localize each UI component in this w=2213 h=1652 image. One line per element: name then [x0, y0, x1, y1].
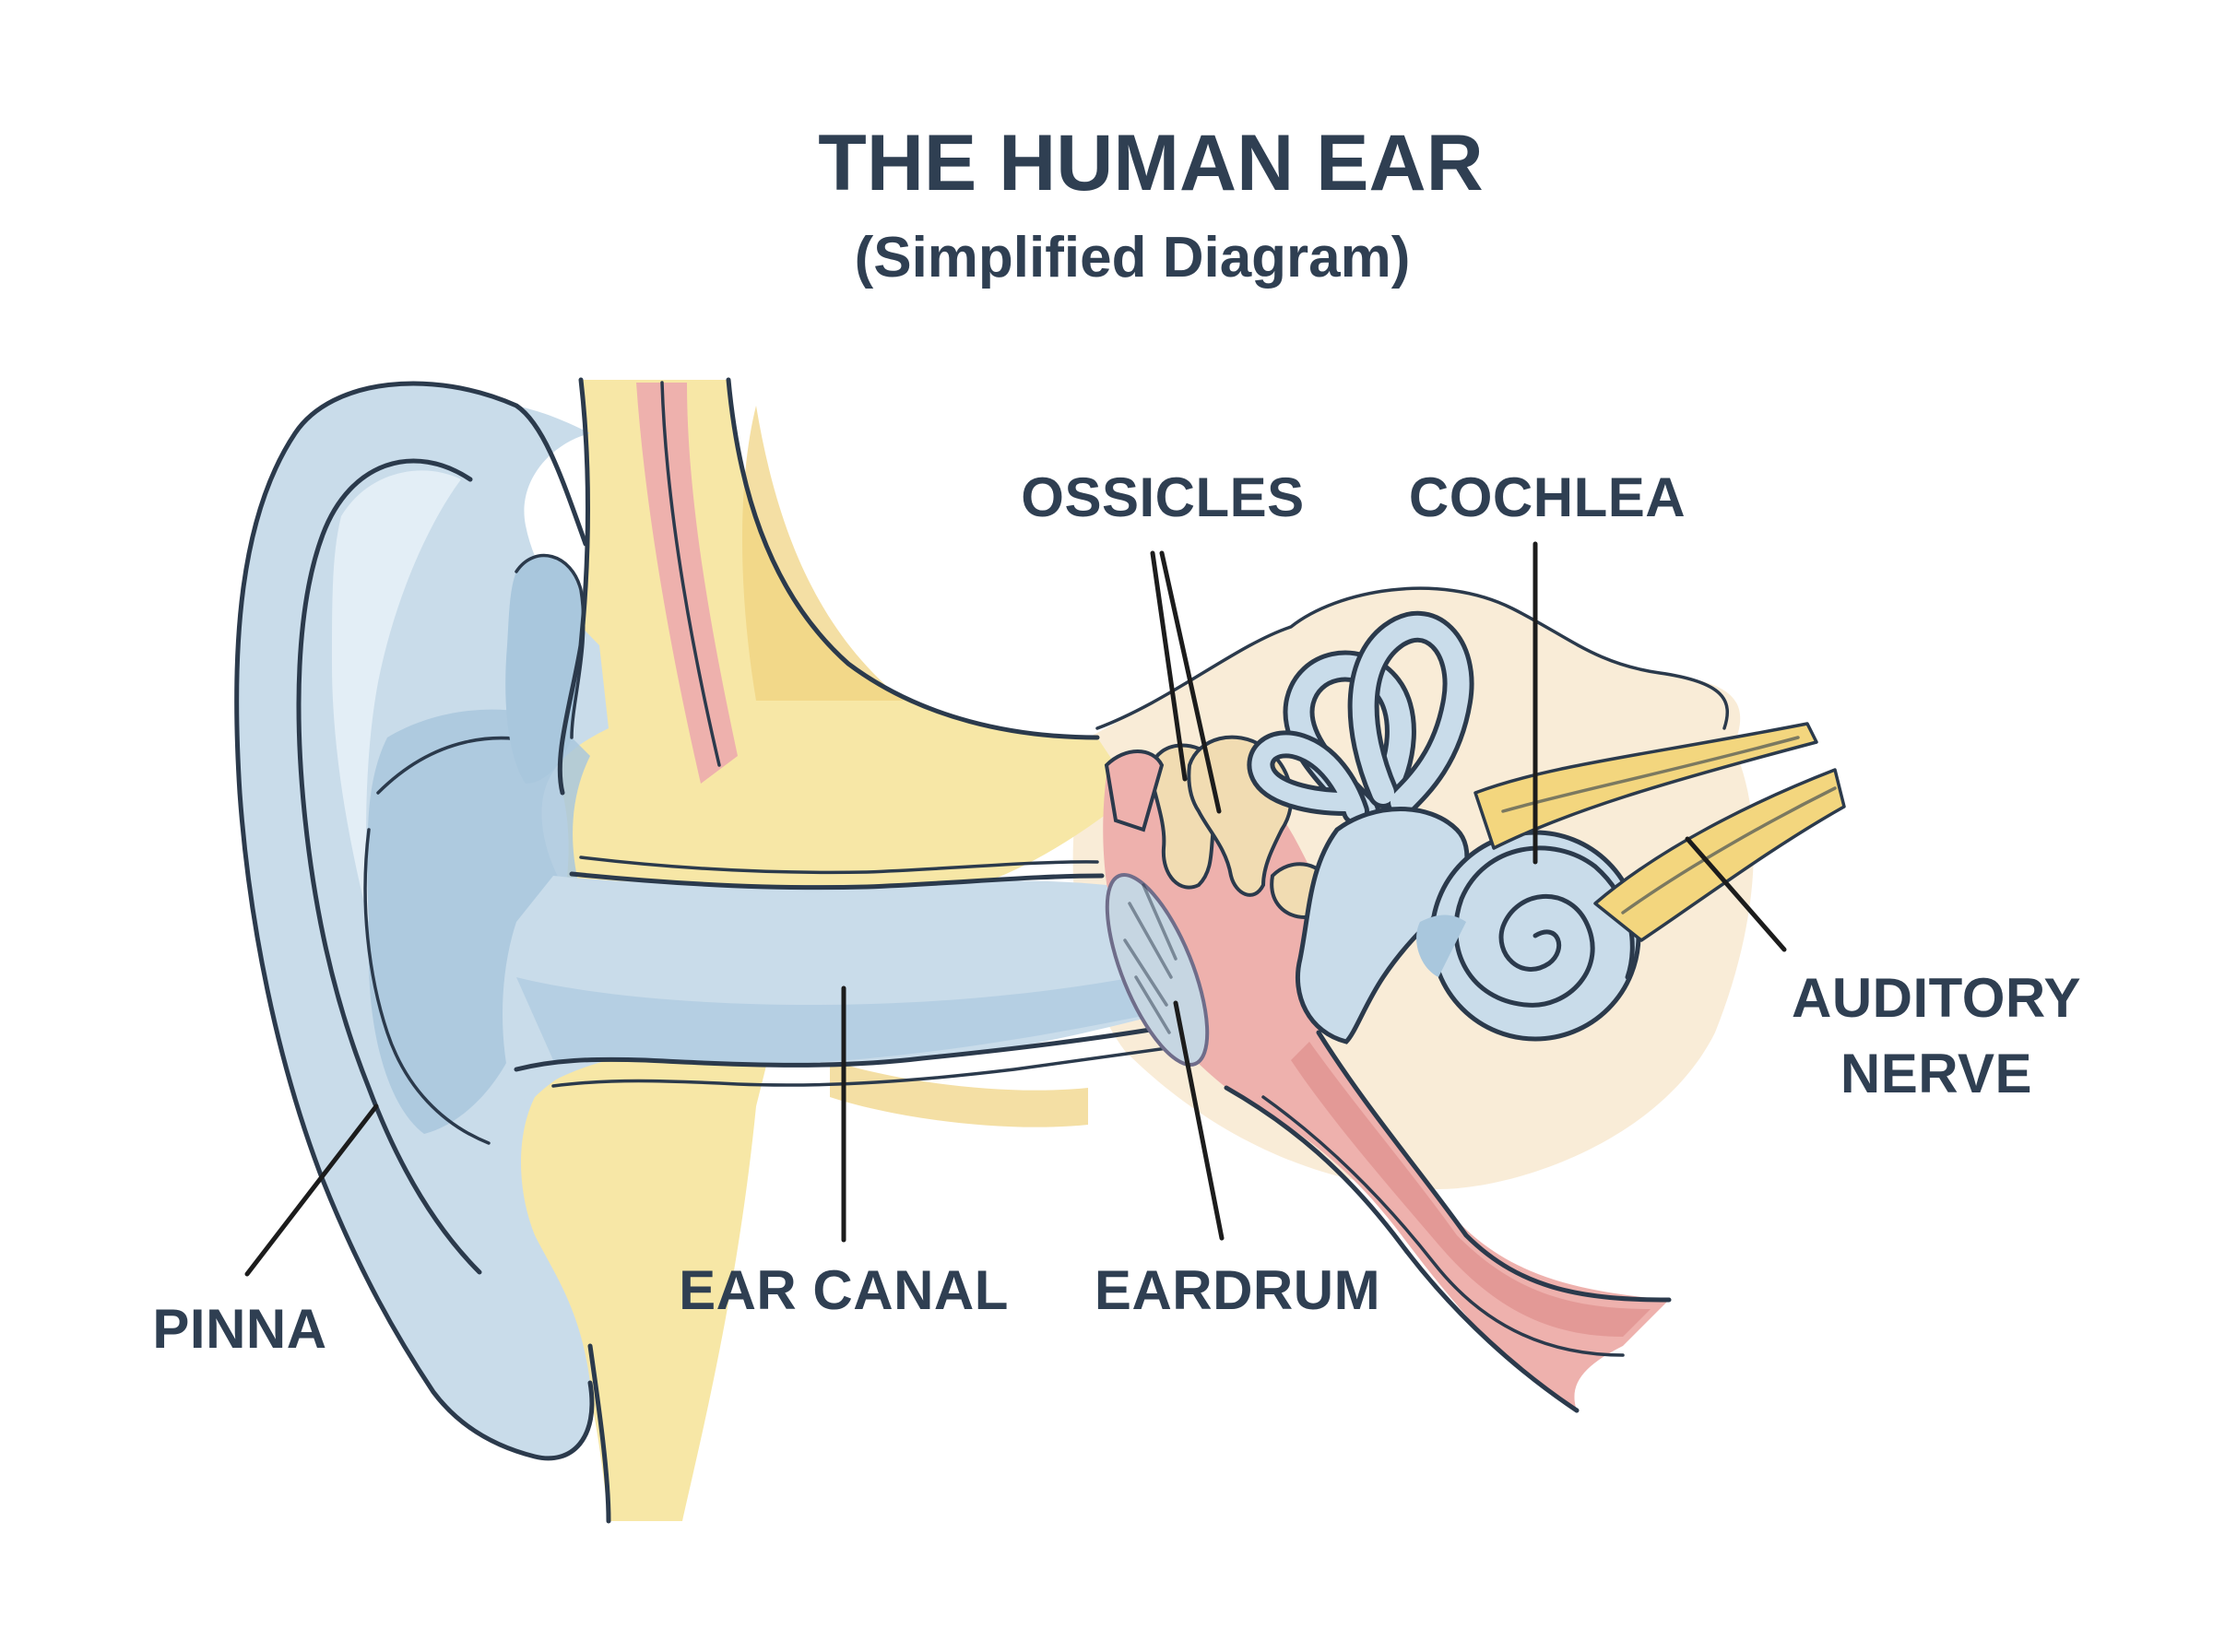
page-title: THE HUMAN EAR	[818, 119, 1483, 207]
leader-auditory-nerve	[1685, 836, 1787, 952]
cochlea-join	[1416, 914, 1466, 977]
pinna-outline	[234, 381, 595, 1461]
ear-canal-upper-wall-inner	[579, 856, 1099, 875]
label-eardrum: EARDRUM	[1095, 1259, 1380, 1321]
head-tissue-yellow	[504, 380, 1134, 1521]
tissue-yellow-shade	[742, 406, 904, 701]
cochlea	[1416, 830, 1641, 1042]
pinna-highlight	[332, 470, 461, 922]
label-ossicles: OSSICLES	[1021, 466, 1304, 528]
ear-canal-upper-wall	[569, 871, 1105, 891]
eardrum-fibers	[1123, 883, 1178, 1034]
head-outline	[557, 377, 590, 796]
pink-middle-ear	[1103, 761, 1669, 1410]
label-ear-canal: EAR CANAL	[679, 1259, 1009, 1321]
eustachian-tube-outline-lower	[1224, 1085, 1580, 1413]
semicircular-canals	[1247, 610, 1474, 827]
temporal-bone-outline	[1095, 586, 1729, 730]
head-outline-lower	[587, 1343, 611, 1524]
ossicle-pink-socket	[1104, 749, 1165, 832]
leader-eardrum	[1173, 1000, 1225, 1241]
ear-canal-shade	[516, 977, 1153, 1065]
pink-tube-shade	[1291, 1042, 1651, 1337]
pink-vessel-upper-line	[660, 381, 721, 767]
tissue-yellow-shade-lower	[830, 1060, 1088, 1127]
vestibule	[1295, 807, 1470, 1044]
ear-canal-lower-wall-inner	[551, 1044, 1182, 1088]
auditory-nerve	[1473, 722, 1846, 942]
leader-ossicles	[1150, 550, 1222, 814]
label-auditory-nerve-line1: AUDITORY	[1792, 967, 2081, 1029]
label-auditory-nerve-line2: NERVE	[1840, 1043, 2032, 1104]
eardrum	[1105, 873, 1210, 1067]
ear-canal-lower-wall	[514, 1025, 1165, 1072]
pinna-helix-inner	[296, 458, 482, 1275]
eustachian-tube-outline	[1316, 1030, 1672, 1303]
pink-vessel-upper	[636, 383, 738, 784]
leader-pinna	[244, 1103, 379, 1277]
page-subtitle: (Simplified Diagram)	[855, 226, 1411, 289]
pinna-concha	[367, 709, 590, 1134]
eustachian-tube-midline	[1261, 1095, 1625, 1357]
label-pinna: PINNA	[152, 1298, 326, 1360]
label-cochlea: COCHLEA	[1409, 466, 1686, 528]
canal-top-outline	[726, 377, 1100, 740]
cochlea-spiral	[1453, 845, 1635, 1008]
tragus-outline	[515, 553, 586, 739]
